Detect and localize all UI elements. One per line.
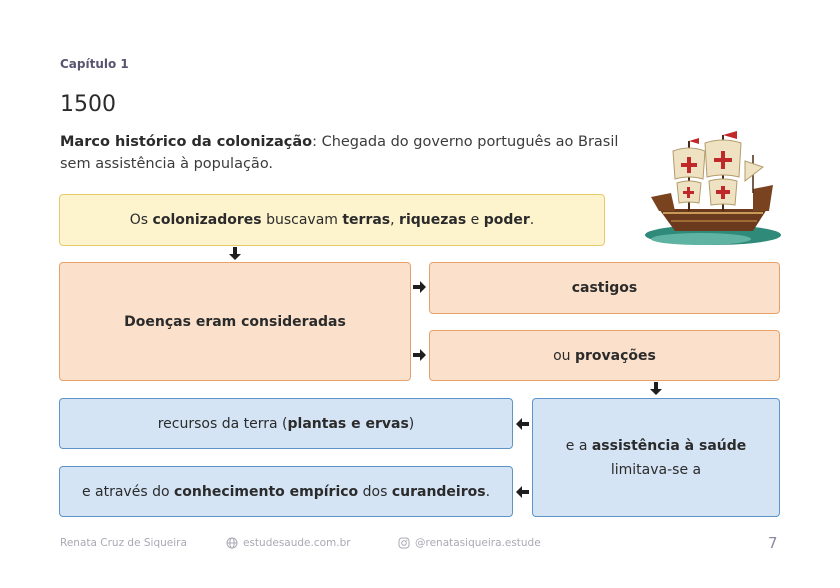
globe-icon <box>226 537 238 549</box>
resources-text: recursos da terra (plantas e ervas) <box>157 415 415 432</box>
lead-paragraph: Marco histórico da colonização: Chegada … <box>60 131 620 175</box>
trials-text: ou provações <box>553 347 656 364</box>
colonizers-text: Os colonizadores buscavam terras, riquez… <box>129 212 535 228</box>
footer-instagram: @renatasiqueira.estude <box>398 537 541 549</box>
punishments-box: castigos <box>429 262 780 314</box>
instagram-icon <box>398 537 410 549</box>
arrow-right-icon <box>413 349 426 361</box>
colonizers-box: Os colonizadores buscavam terras, riquez… <box>59 194 605 246</box>
page-title: 1500 <box>60 92 116 117</box>
arrow-right-icon <box>413 281 426 293</box>
footer-website: estudesaude.com.br <box>226 537 351 549</box>
health-text-line1: e a assistência à saúde <box>565 437 747 454</box>
resources-box: recursos da terra (plantas e ervas) <box>59 398 513 449</box>
page-number: 7 <box>768 534 778 552</box>
chapter-label: Capítulo 1 <box>60 57 129 71</box>
arrow-left-icon <box>516 486 529 498</box>
knowledge-box: e através do conhecimento empírico dos c… <box>59 466 513 517</box>
arrow-left-icon <box>516 418 529 430</box>
ship-image <box>641 131 782 247</box>
knowledge-text: e através do conhecimento empírico dos c… <box>81 483 491 500</box>
health-box: e a assistência à saúde limitava-se a <box>532 398 780 517</box>
diseases-text: Doenças eram consideradas <box>124 313 346 330</box>
arrow-down-icon <box>229 247 241 260</box>
arrow-down-icon <box>650 382 662 395</box>
footer-author: Renata Cruz de Siqueira <box>60 537 187 549</box>
health-text-line2: limitava-se a <box>610 461 702 478</box>
trials-box: ou provações <box>429 330 780 381</box>
punishments-text: castigos <box>571 280 638 296</box>
diseases-box: Doenças eram consideradas <box>59 262 411 381</box>
lead-rest: : Chegada do governo português ao Brasil… <box>60 134 619 172</box>
lead-bold: Marco histórico da colonização <box>60 134 313 150</box>
